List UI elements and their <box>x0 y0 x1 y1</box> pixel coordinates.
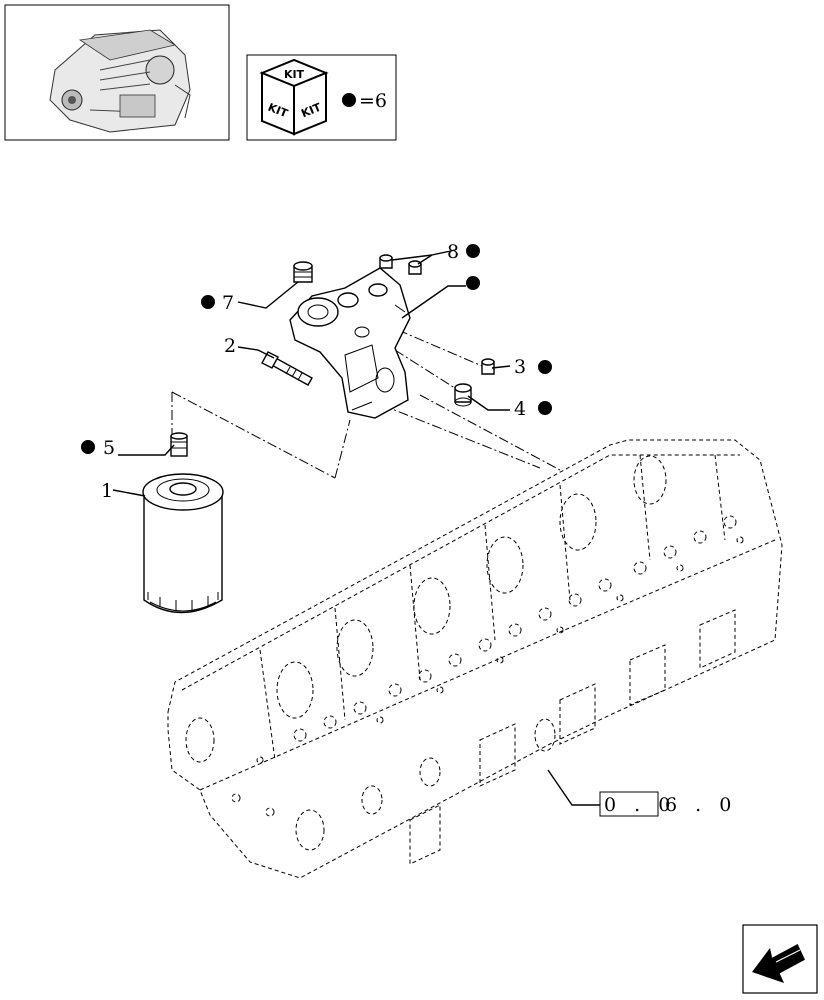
filter-support-bracket <box>289 267 411 419</box>
callout-label-4: 4 <box>514 398 526 420</box>
cylinder-head-outline <box>167 439 783 879</box>
kit-bullet-icon <box>466 244 480 258</box>
section-reference: 0 . 0 6 . 0 <box>599 791 737 817</box>
kit-bullet-icon <box>201 295 215 309</box>
kit-cube-icon: KIT KIT KIT <box>259 58 329 136</box>
next-page-button[interactable] <box>742 924 818 994</box>
kit-legend: KIT KIT KIT =6 <box>246 54 397 141</box>
kit-legend-text: =6 <box>359 90 387 112</box>
engine-thumbnail <box>4 4 230 141</box>
callout-3: 3 <box>514 356 552 378</box>
kit-label-top: KIT <box>284 68 305 81</box>
reference-boxed: 0 . 0 <box>604 794 676 816</box>
sleeve-seal <box>454 383 472 407</box>
adapter-nipple <box>170 432 188 457</box>
reference-rest: 6 . 0 <box>665 794 737 816</box>
oil-filter <box>142 473 224 614</box>
kit-bullet-icon <box>342 93 356 107</box>
seal-ring <box>481 358 495 375</box>
callout-8: 8 <box>447 241 480 263</box>
callout-label-8: 8 <box>447 241 459 263</box>
callout-7: 7 <box>201 292 234 314</box>
callout-bracket <box>466 276 480 290</box>
next-page-arrow-icon <box>752 941 807 983</box>
leader-lines <box>112 249 600 806</box>
callout-label-3: 3 <box>514 356 526 378</box>
kit-bullet-icon <box>538 401 552 415</box>
assembly-lines <box>171 329 561 479</box>
callout-label-5: 5 <box>103 437 115 459</box>
kit-bullet-icon <box>81 440 95 454</box>
callout-1: 1 <box>101 480 113 502</box>
union-fitting <box>293 261 313 283</box>
callout-label-7: 7 <box>222 292 234 314</box>
callout-2: 2 <box>224 335 236 357</box>
callout-label-1: 1 <box>101 480 113 502</box>
callout-label-2: 2 <box>224 335 236 357</box>
mounting-bolt <box>261 351 313 386</box>
plug-pair <box>379 254 422 275</box>
engine-thumbnail-icon <box>49 29 191 133</box>
callout-4: 4 <box>514 398 552 420</box>
kit-bullet-icon <box>538 360 552 374</box>
kit-bullet-icon <box>466 276 480 290</box>
callout-5: 5 <box>81 437 115 459</box>
